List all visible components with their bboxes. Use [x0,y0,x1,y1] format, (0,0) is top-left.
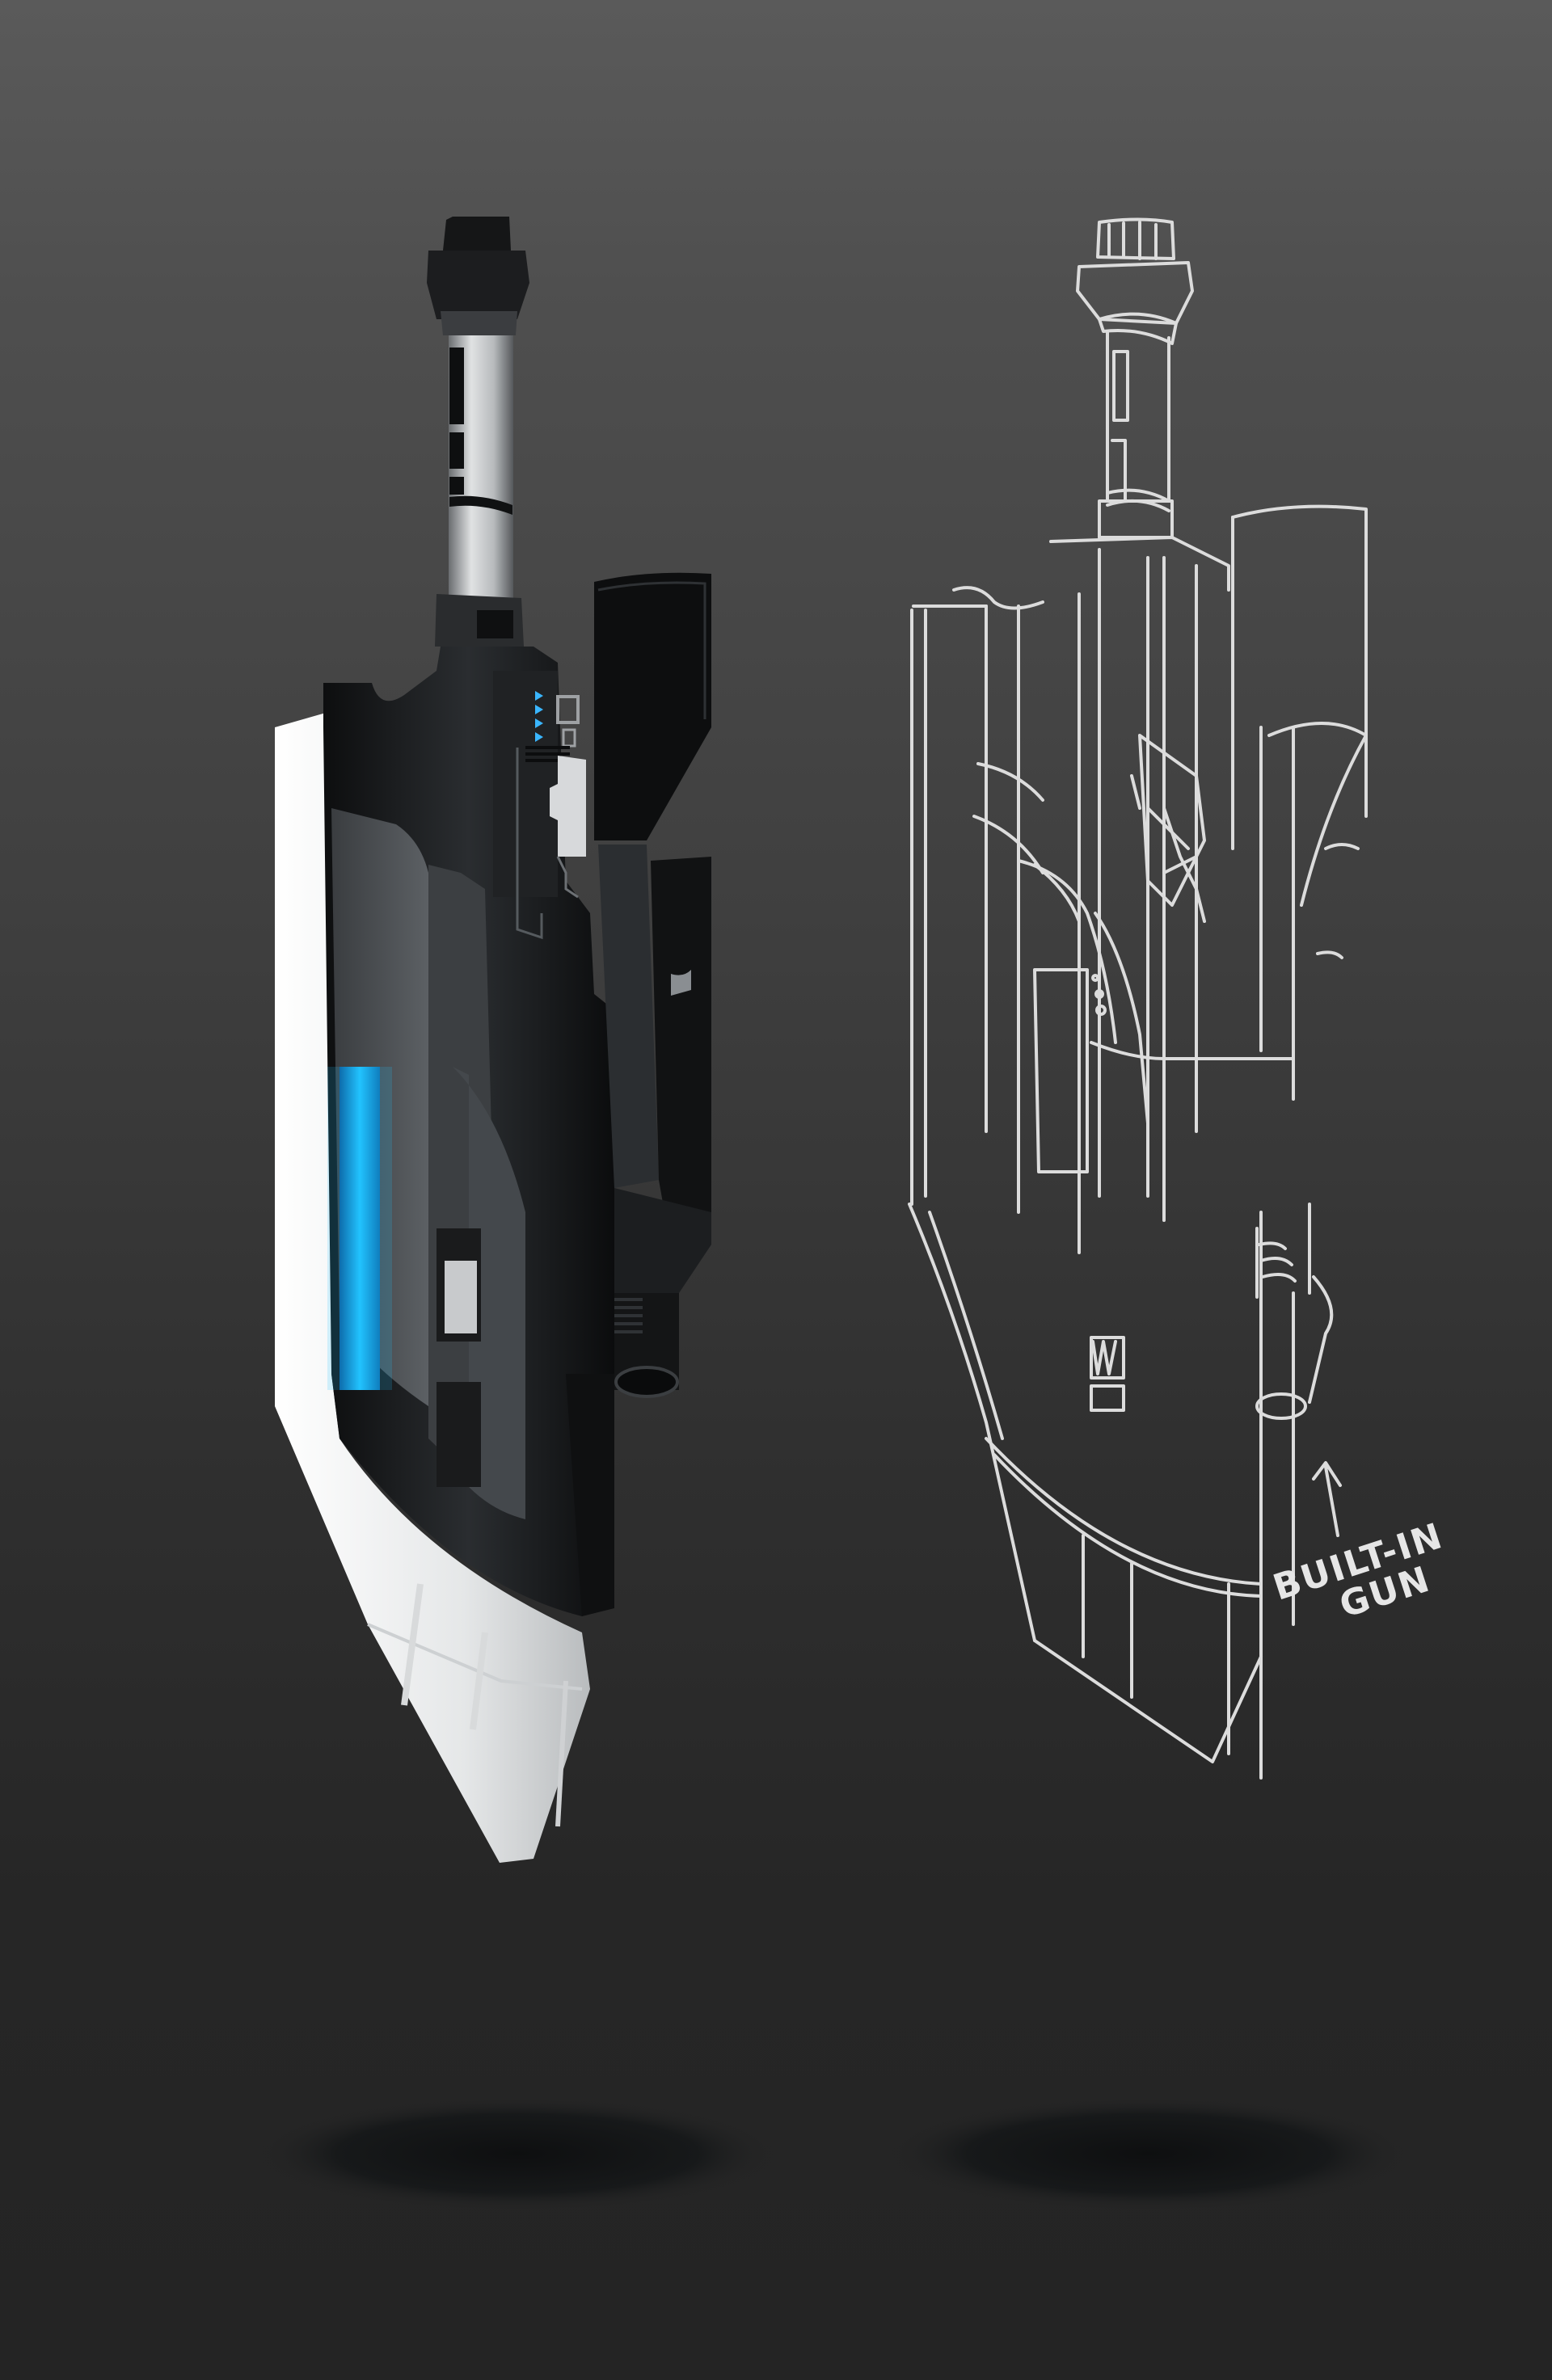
annotation-arrow-icon [1312,1461,1342,1537]
floor-shadow [889,2097,1406,2210]
blade [275,711,590,1863]
upper-cylinder [594,572,711,840]
energy-core-glow [340,1067,380,1390]
sketch-weapon [889,217,1406,2210]
rendered-weapon [259,217,776,2210]
status-leds [535,691,543,742]
barrel-muzzle [614,1366,679,1398]
gun-housing [598,845,659,1188]
pommel-cap [443,217,511,251]
floor-shadow [259,2097,776,2210]
sketch-muzzle [1255,1392,1307,1420]
